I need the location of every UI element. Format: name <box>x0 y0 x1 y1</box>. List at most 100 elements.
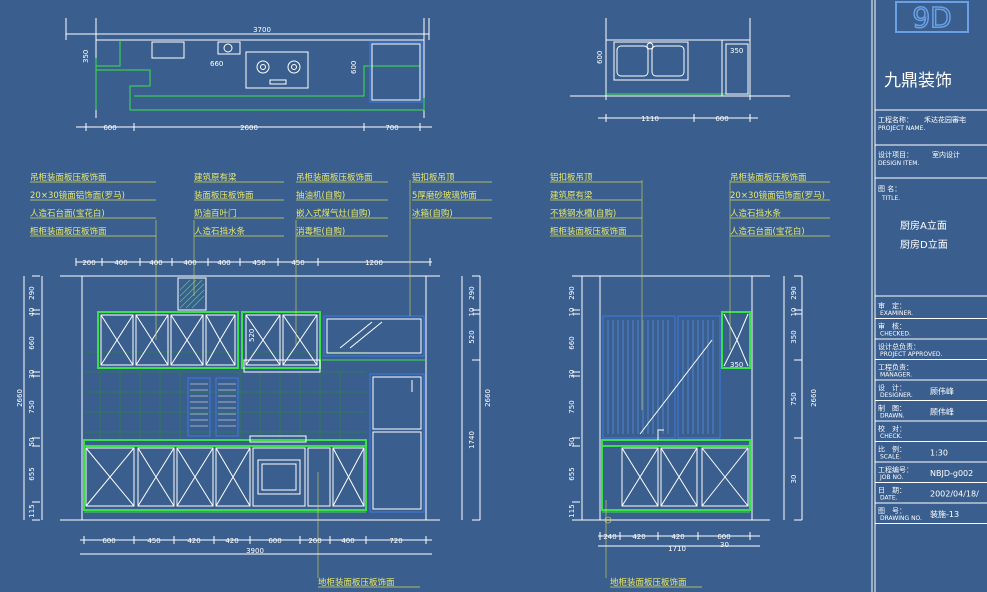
plan-a-bottom-dim: 600 <box>103 124 116 132</box>
design-item-label-en: DESIGN ITEM. <box>878 160 919 167</box>
elev-a-label: 装面板压板饰面 <box>194 190 254 201</box>
title-line-2: 厨房D立面 <box>900 238 948 251</box>
tb-row-label-en: DESIGNER. <box>880 392 913 399</box>
title-label: 图 名： <box>878 184 901 193</box>
elev-a-label: 20×30镜面铝饰面(罗马) <box>30 190 125 201</box>
logo-text: 9D <box>912 1 951 34</box>
tb-row-label-en: EXAMINER. <box>880 310 913 317</box>
plan-a-hob-dim: 660 <box>210 60 223 68</box>
elev-d-bottom-dim: 420 <box>671 533 684 541</box>
plan-a-total-dim: 3700 <box>253 26 271 34</box>
tb-row-label: 校 对： <box>878 424 906 433</box>
elev-a-top-dim: 450 <box>291 259 304 267</box>
elev-d-label: 建筑原有梁 <box>550 190 593 201</box>
elev-a-label: 抽油机(自购) <box>296 190 345 201</box>
elev-a-label: 铝扣板吊顶 <box>412 172 455 183</box>
tb-row-label-en: SCALE. <box>880 454 901 461</box>
elev-a-label: 5厚磨砂玻璃饰面 <box>412 190 477 201</box>
elev-a-bottom-total: 3900 <box>246 547 264 555</box>
title-block-rows: 审 定：EXAMINER.审 核：CHECKED.设计总负责：PROJECT A… <box>875 301 987 524</box>
elev-a-label: 吊柜装面板压板饰面 <box>30 172 107 183</box>
elev-d-label: 吊柜装面板压板饰面 <box>730 172 807 183</box>
elev-d-bottom-dim: 600 <box>717 533 730 541</box>
design-item-label: 设计项目： <box>878 150 913 159</box>
elev-d-bottom-dim: 240 <box>603 533 616 541</box>
elev-d-left-dim: 30 <box>568 370 576 379</box>
plan-d-left-dim: 600 <box>596 51 604 64</box>
elev-d-right-dim: 10 <box>790 308 798 317</box>
elev-a-label: 冰箱(自购) <box>412 208 453 219</box>
elev-d-right-dim: 290 <box>790 286 798 299</box>
elev-a-right-dim: 10 <box>468 308 476 317</box>
project-name-label: 工程名称： <box>878 115 913 124</box>
project-name-label-en: PROJECT NAME. <box>878 125 925 132</box>
tb-row-value: 2002/04/18/ <box>930 490 979 499</box>
tb-row-label: 日 期： <box>878 487 906 495</box>
elev-d-right-dim: 750 <box>790 392 798 405</box>
elev-d-bottom-dim: 420 <box>632 533 645 541</box>
elev-d-label: 铝扣板吊顶 <box>550 172 593 183</box>
elev-a-top-dim: 450 <box>252 259 265 267</box>
tb-row-label: 制 图： <box>878 404 906 413</box>
elev-d-bottom-label: 地柜装面板压板饰面 <box>610 577 687 588</box>
elev-a-bottom-dim: 420 <box>225 537 238 545</box>
design-item-value: 室内设计 <box>932 150 960 159</box>
elev-a-left-dim: 655 <box>28 467 36 480</box>
tb-row-label-en: DATE. <box>880 495 898 502</box>
elev-d-left-dim: 655 <box>568 467 576 480</box>
tb-row-label-en: PROJECT APPROVED. <box>880 351 942 358</box>
elev-d-bottom-extra: 30 <box>720 541 729 549</box>
title-label-en: TITLE. <box>881 195 900 202</box>
elev-d-label: 20×30镜面铝饰面(罗马) <box>730 190 825 201</box>
tb-row-label: 工程负责： <box>878 363 913 372</box>
tb-row-label-en: DRAWING NO. <box>880 515 922 522</box>
elev-a-bottom-dim: 420 <box>187 537 200 545</box>
elev-a-bottom-dim: 400 <box>341 537 354 545</box>
elev-a-bottom-dim: 600 <box>102 537 115 545</box>
elev-a-inner-dim: 520 <box>248 329 256 342</box>
elev-d-left-dim: 750 <box>568 400 576 413</box>
elev-d-right-dim: 30 <box>790 475 798 484</box>
plan-d-bottom-dim: 1110 <box>641 115 659 123</box>
elev-a-top-dim: 200 <box>82 259 95 267</box>
elev-d-left-dim: 10 <box>568 308 576 317</box>
elev-a-label: 柜柜装面板压板饰面 <box>30 226 107 237</box>
tb-row-label: 比 例： <box>878 445 906 454</box>
elev-a-right-dim: 1740 <box>468 431 476 449</box>
elev-a-label: 嵌入式煤气灶(自购) <box>296 208 371 219</box>
company-logo: 9D <box>895 0 969 35</box>
tb-row-label-en: JOB NO. <box>879 474 903 481</box>
elev-a-left-dim: 30 <box>28 370 36 379</box>
elev-d-left-dim: 660 <box>568 336 576 349</box>
elev-a-top-dim: 1200 <box>365 259 383 267</box>
tb-row-value: 顾伟峰 <box>930 407 954 417</box>
elev-d-inner-dim: 350 <box>730 361 743 369</box>
tb-row-value: 顾伟峰 <box>930 386 954 396</box>
elev-a-left-total: 2660 <box>16 389 24 407</box>
elev-a-label: 人造石挡水条 <box>194 226 246 237</box>
elev-a-label: 消毒柜(自购) <box>296 226 345 237</box>
elev-a-left-dim: 290 <box>28 286 36 299</box>
elev-a-label: 人造石台面(宝花白) <box>30 208 105 219</box>
tb-row-label: 审 定： <box>878 301 906 310</box>
elev-d-label: 不锈钢水槽(自购) <box>550 208 616 219</box>
elev-a-label: 建筑原有梁 <box>194 172 237 183</box>
tb-row-label-en: CHECK. <box>880 433 903 440</box>
tb-row-label-en: MANAGER. <box>880 372 912 379</box>
elev-d-right-total: 2660 <box>810 389 818 407</box>
plan-d-bottom-dim: 600 <box>715 115 728 123</box>
elev-a-top-dim: 400 <box>114 259 127 267</box>
plan-d-right-dim: 350 <box>730 47 743 55</box>
elev-d-label: 柜柜装面板压板饰面 <box>550 226 627 237</box>
tb-row-label: 图 号： <box>878 507 906 515</box>
elev-a-bottom-dim: 260 <box>308 537 321 545</box>
elev-a-right-dim: 520 <box>468 330 476 343</box>
tb-row-value: 装施-13 <box>930 509 959 519</box>
elev-a-right-total: 2660 <box>484 389 492 407</box>
elev-d-label: 人造石台面(宝花白) <box>730 226 805 237</box>
elev-a-bottom-dim: 600 <box>268 537 281 545</box>
